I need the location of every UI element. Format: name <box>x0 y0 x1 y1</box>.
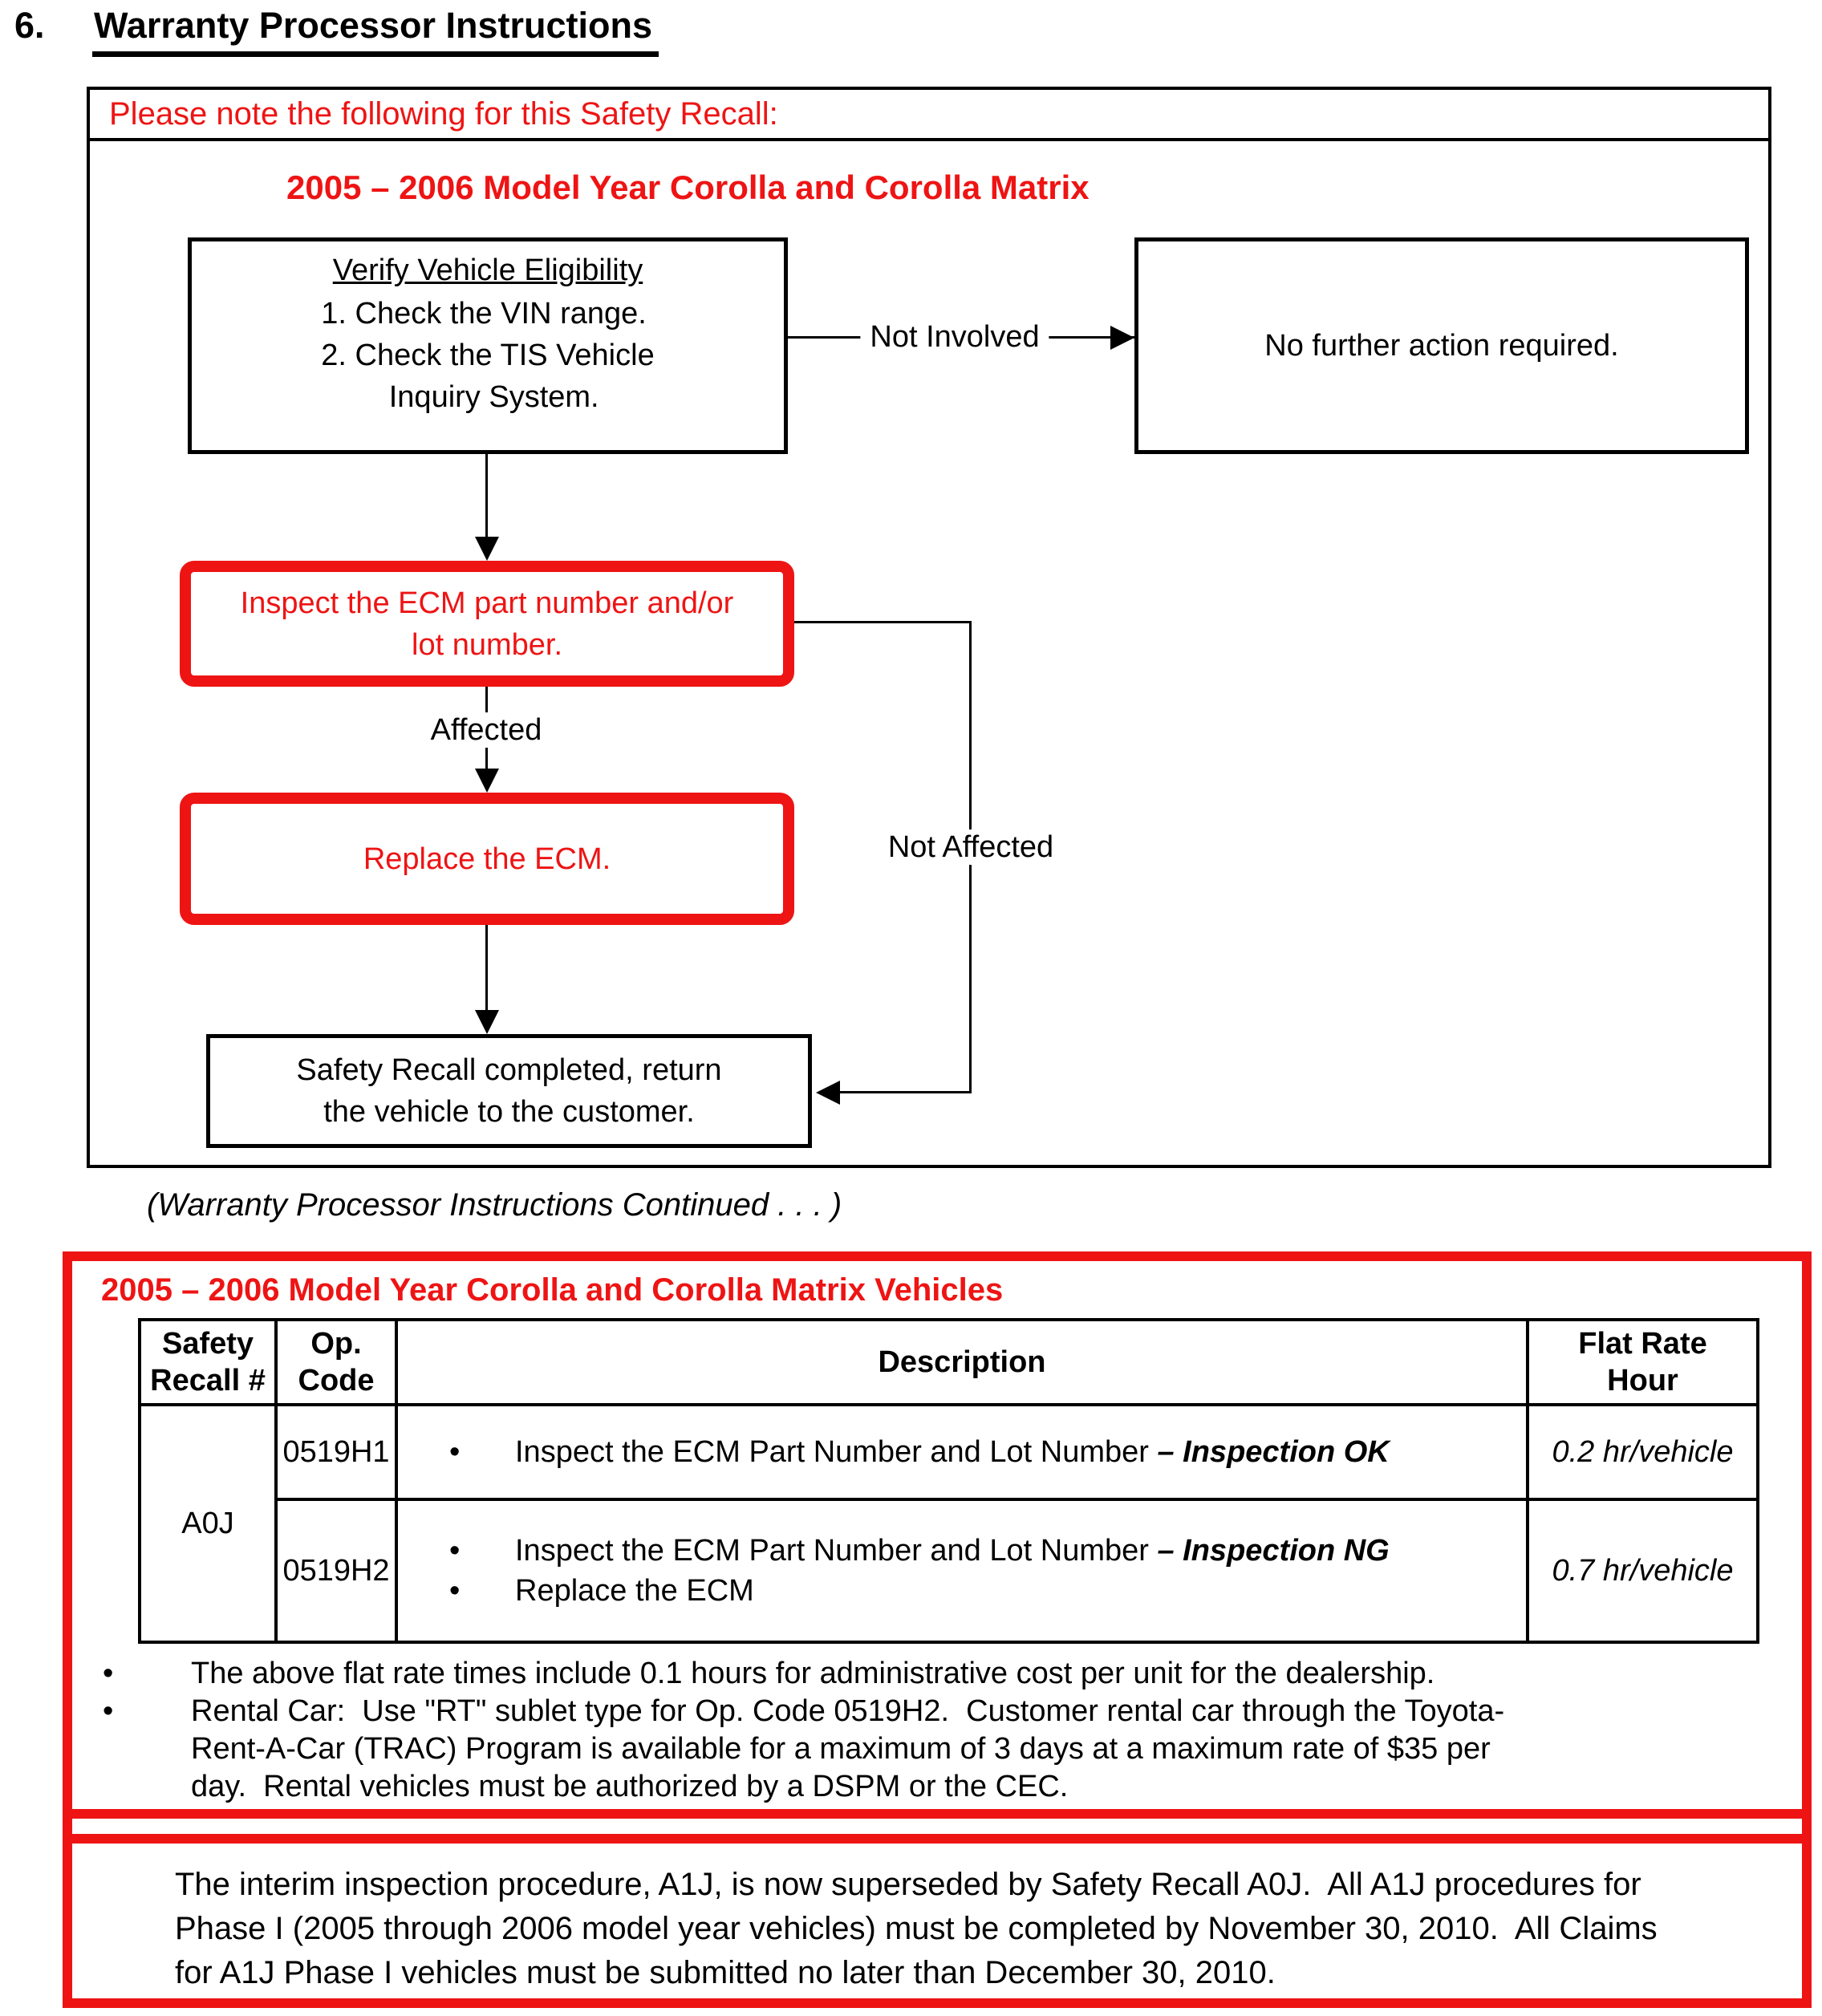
description-text: Inspect the ECM Part Number and Lot Numb… <box>515 1534 1158 1568</box>
cell-description: Inspect the ECM Part Number and Lot Numb… <box>395 1403 1529 1501</box>
op-code-table: Safety Recall # Op. Code Description Fla… <box>138 1318 1759 1644</box>
header-safety-recall: Safety Recall # <box>138 1318 278 1406</box>
connector-not-affected-bottom <box>838 1091 972 1093</box>
flow-node-verify-eligibility: Verify Vehicle Eligibility 1. Check the … <box>188 237 788 454</box>
arrow-down-icon <box>475 537 499 561</box>
arrow-left-icon <box>816 1081 840 1105</box>
page-title: Warranty Processor Instructions <box>92 5 659 57</box>
header-description: Description <box>395 1318 1529 1406</box>
table-row: A0J 0519H1 Inspect the ECM Part Number a… <box>138 1403 1759 1644</box>
cell-flat-rate: 0.2 hr/vehicle <box>1526 1403 1759 1501</box>
description-bullet: Inspect the ECM Part Number and Lot Numb… <box>398 1432 1518 1472</box>
recall-note-banner: Please note the following for this Safet… <box>90 90 1768 141</box>
description-text: Inspect the ECM Part Number and Lot Numb… <box>515 1435 1158 1469</box>
arrow-down-icon <box>475 1010 499 1034</box>
verify-steps: 1. Check the VIN range. 2. Check the TIS… <box>321 297 655 414</box>
header-flat-rate: Flat Rate Hour <box>1526 1318 1759 1406</box>
section-number: 6. <box>14 5 45 46</box>
flow-node-replace-ecm: Replace the ECM. <box>180 793 794 925</box>
cell-flat-rate: 0.7 hr/vehicle <box>1526 1498 1759 1644</box>
connector-verify-to-inspect <box>485 454 488 538</box>
not-involved-label: Not Involved <box>860 319 1049 355</box>
arrow-right-icon <box>1110 326 1134 350</box>
description-bullet: Inspect the ECM Part Number and Lot Numb… <box>398 1531 1518 1571</box>
warranty-op-code-box: 2005 – 2006 Model Year Corolla and Corol… <box>63 1251 1812 1819</box>
description-emphasis: – Inspection OK <box>1157 1435 1390 1469</box>
flow-node-recall-complete: Safety Recall completed, return the vehi… <box>206 1034 812 1148</box>
cell-description: Inspect the ECM Part Number and Lot Numb… <box>395 1498 1529 1644</box>
header-op-code: Op. Code <box>274 1318 398 1406</box>
model-year-title: 2005 – 2006 Model Year Corolla and Corol… <box>286 168 1090 206</box>
flowchart-canvas: 2005 – 2006 Model Year Corolla and Corol… <box>90 141 1768 1165</box>
flow-node-no-action: No further action required. <box>1134 237 1749 454</box>
interim-procedure-box: The interim inspection procedure, A1J, i… <box>63 1834 1812 2008</box>
description-text: Replace the ECM <box>515 1574 754 1608</box>
flow-node-inspect-ecm: Inspect the ECM part number and/or lot n… <box>180 561 794 687</box>
cell-safety-recall: A0J <box>138 1403 278 1644</box>
safety-recall-flowchart-frame: Please note the following for this Safet… <box>87 87 1771 1168</box>
table-header-row: Safety Recall # Op. Code Description Fla… <box>138 1318 1759 1406</box>
red-frame-gap <box>63 1819 1812 1834</box>
description-emphasis: – Inspection NG <box>1157 1534 1390 1568</box>
warranty-notes-list: The above flat rate times include 0.1 ho… <box>72 1655 1770 1806</box>
cell-op-code: 0519H1 <box>274 1403 398 1501</box>
verify-title: Verify Vehicle Eligibility <box>332 254 643 287</box>
table-row: 0519H2 Inspect the ECM Part Number and L… <box>140 1498 1759 1644</box>
arrow-down-icon <box>475 769 499 793</box>
description-bullet: Replace the ECM <box>398 1571 1518 1611</box>
cell-op-code: 0519H2 <box>274 1498 398 1644</box>
not-affected-label: Not Affected <box>878 830 1064 865</box>
warranty-table-title: 2005 – 2006 Model Year Corolla and Corol… <box>101 1272 1004 1308</box>
note-rental-car: Rental Car: Use "RT" sublet type for Op.… <box>72 1693 1770 1806</box>
note-flat-rate: The above flat rate times include 0.1 ho… <box>72 1655 1770 1693</box>
connector-not-affected-top <box>794 621 972 623</box>
affected-label: Affected <box>420 712 552 748</box>
connector-replace-to-complete <box>485 925 488 1012</box>
continued-note: (Warranty Processor Instructions Continu… <box>147 1187 842 1223</box>
